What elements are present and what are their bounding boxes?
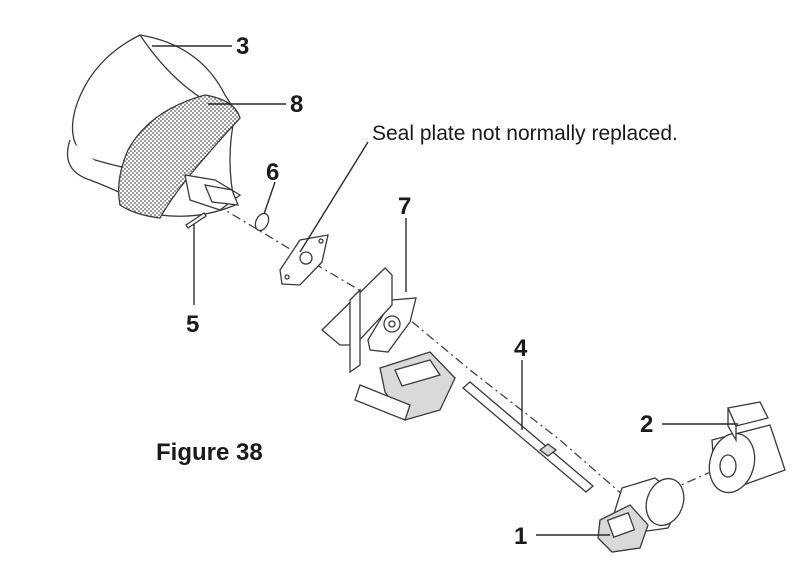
screen-basket-part: [66, 34, 242, 219]
motor-part: [708, 401, 786, 494]
seal-plate-note: Seal plate not normally replaced.: [372, 122, 678, 145]
mounting-bracket-part: [321, 267, 456, 421]
shaft-part: [461, 381, 595, 493]
callout-5: 5: [186, 311, 199, 338]
callout-3: 3: [236, 33, 249, 60]
callout-2: 2: [640, 411, 653, 438]
callout-6: 6: [266, 159, 279, 186]
o-ring-part: [254, 212, 270, 232]
callout-4: 4: [514, 335, 528, 362]
figure-caption: Figure 38: [156, 439, 263, 466]
assembly-axis-line: [199, 194, 716, 511]
seal-plate-part: [279, 234, 329, 286]
callout-7: 7: [398, 193, 411, 220]
leader-line-6: [263, 181, 276, 215]
pin-part: [185, 212, 207, 229]
callout-8: 8: [290, 91, 303, 118]
gearbox-part: [597, 477, 685, 553]
leader-line-note: [299, 141, 369, 253]
callout-1: 1: [514, 523, 527, 550]
